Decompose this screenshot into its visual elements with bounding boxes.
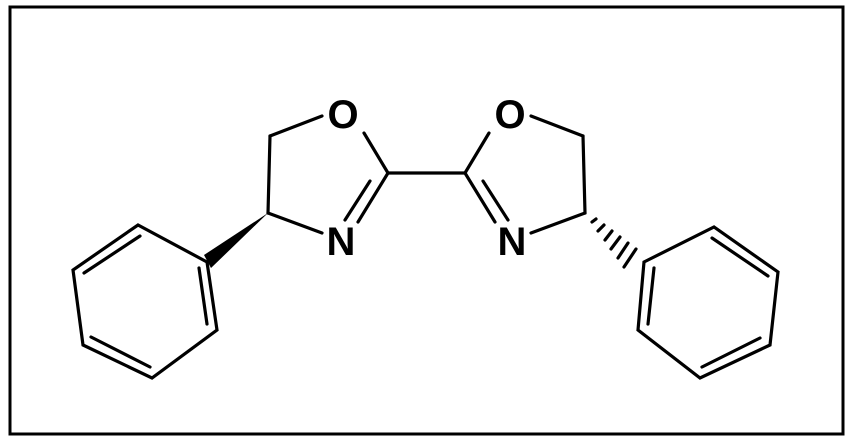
bond-c4-n-right <box>529 211 587 235</box>
atom-o-left: O <box>327 93 358 137</box>
left-oxazoline-ring <box>266 114 390 235</box>
bond-ch2-o-left <box>268 114 324 138</box>
right-phenyl-ring <box>636 225 780 380</box>
right-oxazoline-ring <box>463 114 587 235</box>
bond-ch2-c4-right <box>581 134 587 215</box>
bond-c4-ch2-left <box>266 134 272 215</box>
bond-n-c2-right-inner <box>481 179 510 222</box>
bond-o-ch2-right <box>529 114 585 138</box>
bond-n-c2-right <box>463 171 497 224</box>
atom-o-right: O <box>494 93 525 137</box>
atom-n-left: N <box>327 220 356 264</box>
bond-c2-o-right <box>463 131 491 175</box>
left-phenyl-ring <box>71 223 219 380</box>
bond-c2-n-left-inner <box>343 179 372 222</box>
atom-n-right: N <box>498 220 527 264</box>
bond-c2-n-left <box>356 171 390 224</box>
wedge-bond-left <box>204 213 268 268</box>
hash-bond-right <box>590 217 638 269</box>
frame-border <box>8 5 845 436</box>
bond-o-c2-left <box>362 131 390 175</box>
bond-n-c4-left <box>266 211 324 235</box>
